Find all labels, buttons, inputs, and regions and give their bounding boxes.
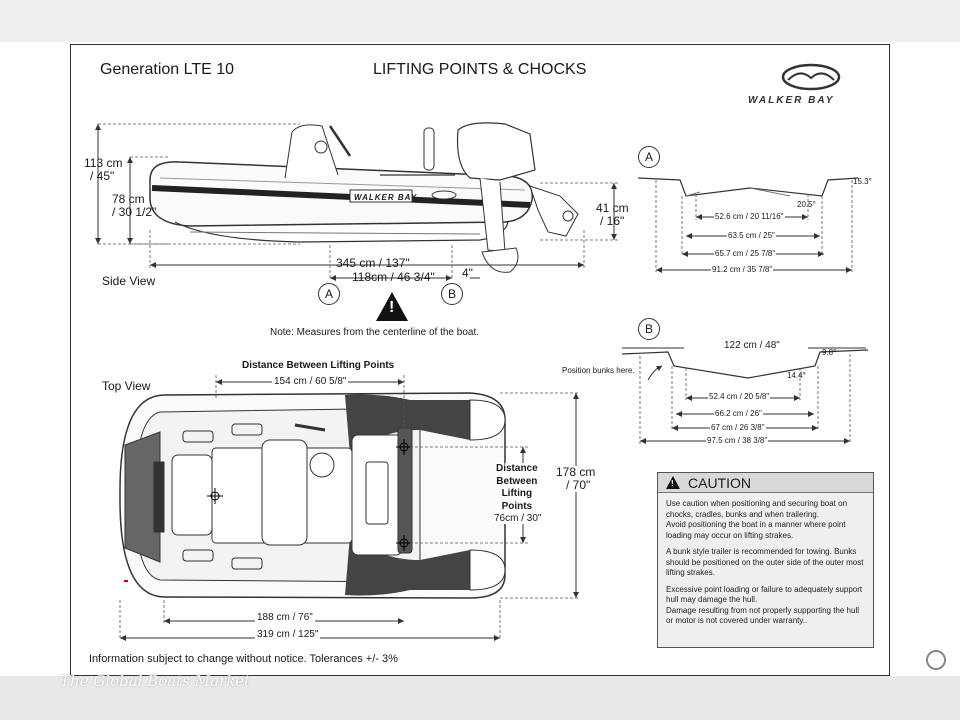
section-b-dim-1: 52.4 cm / 20 5/8" [708, 392, 771, 401]
section-a-dim-3: 65.7 cm / 25 7/8" [714, 249, 777, 258]
centerline-note: Note: Measures from the centerline of th… [270, 327, 479, 338]
top-band [0, 0, 960, 42]
height-tube-label: 78 cm/ 30 1/2" [112, 192, 157, 219]
watermark: The Global Boats Market [60, 672, 251, 690]
lift-span-label: 118cm / 46 3/4" [352, 270, 435, 284]
section-b-marker: B [638, 318, 660, 340]
walker-bay-logo [781, 63, 841, 91]
overall-length-label: 319 cm / 125" [255, 629, 321, 640]
section-b-dim-3: 67 cm / 26 3/8" [710, 423, 766, 432]
section-a-dim-4: 91.2 cm / 35 7/8" [711, 265, 774, 274]
section-a-dim-1: 52.6 cm / 20 11/16" [714, 212, 785, 221]
section-a-angle-1: 15.3° [853, 177, 872, 186]
section-a-angle-2: 20.5° [797, 200, 816, 209]
section-b-dim-2: 66.2 cm / 26" [714, 409, 763, 418]
top-view-label: Top View [102, 379, 151, 393]
section-a-profile [637, 177, 859, 197]
section-b-angle-1: 9.8° [822, 348, 837, 357]
motor-height-label: 41 cm/ 16" [596, 201, 629, 228]
lift-point-b-marker: B [441, 283, 463, 305]
section-b-angle-2: 14.4° [787, 371, 806, 380]
warning-icon: ! [376, 292, 408, 321]
red-mark [124, 580, 128, 582]
bottom-band [0, 676, 960, 720]
top-view-boat [119, 392, 506, 599]
beam-label: 178 cm/ 70" [556, 465, 596, 492]
section-b-dim-4: 97.5 cm / 38 3/8" [706, 436, 769, 445]
lateral-distance-value: 76cm / 30" [494, 513, 542, 524]
side-view-label: Side View [102, 274, 156, 288]
height-total-label: 113 cm/ 45" [84, 156, 123, 183]
section-a-marker: A [638, 146, 660, 168]
caution-header: ! CAUTION [658, 473, 873, 493]
page-title: LIFTING POINTS & CHOCKS [373, 61, 587, 78]
bunks-note: Position bunks here. [562, 366, 635, 375]
side-view-boat [149, 122, 579, 273]
corner-circle-icon [926, 650, 946, 670]
offset-label: 4" [462, 266, 473, 280]
caution-heading: CAUTION [688, 474, 751, 491]
section-b-top-dim: 122 cm / 48" [724, 340, 780, 351]
caution-box: ! CAUTION Use caution when positioning a… [657, 472, 874, 648]
model-title: Generation LTE 10 [100, 61, 235, 78]
caution-text: Use caution when positioning and securin… [666, 499, 864, 625]
lift-point-a-marker: A [318, 283, 340, 305]
brand-name: WALKER BAY [748, 95, 835, 106]
section-b-profile [621, 349, 869, 379]
long-distance-label: 154 cm / 60 5/8" [272, 376, 349, 387]
section-a-dim-2: 63.5 cm / 25" [727, 231, 776, 240]
distance-title: Distance Between Lifting Points [242, 360, 395, 371]
hull-brand-text: WALKER BAY [354, 193, 418, 202]
inner-length-label: 188 cm / 76" [255, 612, 315, 623]
caution-icon: ! [666, 476, 680, 489]
length-label: 345 cm / 137" [336, 256, 410, 270]
footer-note: Information subject to change without no… [89, 653, 398, 665]
